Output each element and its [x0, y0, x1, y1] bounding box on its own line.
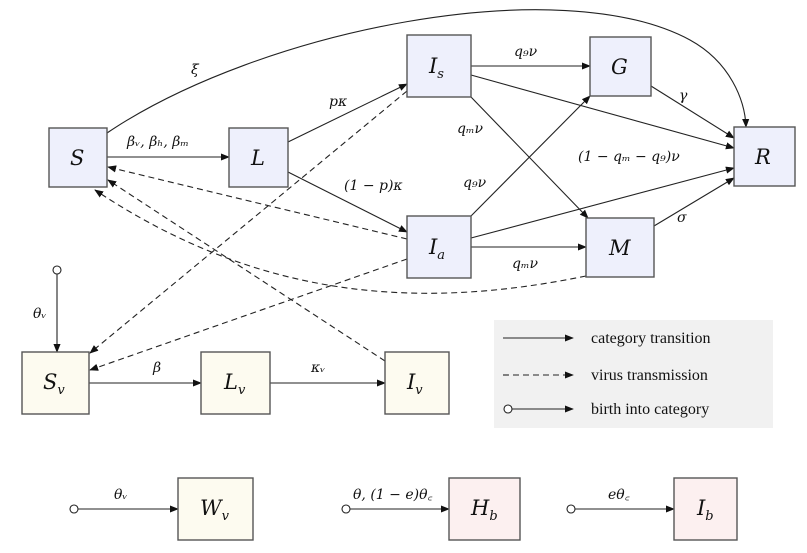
svg-text:Sv: Sv [43, 370, 65, 398]
svg-text:Ia: Ia [428, 235, 445, 263]
node-sv: Sv [21, 351, 90, 415]
legend: category transition virus transmission b… [494, 320, 773, 428]
node-l-label: L [250, 146, 265, 170]
svg-text:G: G [611, 55, 628, 79]
label-birth-to-sv: θᵥ [33, 306, 47, 322]
label-l-to-ia: (1 − p)κ [344, 178, 403, 194]
label-sv-to-lv: β [152, 360, 161, 376]
svg-text:Iv: Iv [406, 370, 423, 398]
node-r-label: R [754, 145, 771, 169]
edge-ia-to-r [470, 166, 735, 239]
svg-text:Hb: Hb [470, 496, 498, 524]
label-to-r: (1 − qₘ − q₉)ν [578, 149, 680, 165]
node-iv: Iv [384, 351, 450, 415]
svg-text:Is: Is [428, 54, 444, 82]
node-hb: Hb [448, 477, 521, 541]
node-wv-label: W [200, 496, 224, 520]
node-iv-label: I [406, 370, 416, 394]
edge-iv-to-s-dashed [107, 179, 386, 362]
node-lv: Lv [200, 351, 271, 415]
node-lv-sub: v [238, 383, 246, 398]
label-is-to-g: q₉ν [514, 44, 538, 60]
node-wv: Wv [177, 477, 254, 541]
node-sv-label: S [43, 370, 57, 394]
node-g-label: G [611, 55, 628, 79]
legend-item-virus-transmission: virus transmission [503, 367, 708, 384]
svg-text:R: R [754, 145, 771, 169]
node-ia-sub: a [437, 248, 445, 263]
node-ib-label: I [696, 496, 706, 520]
node-iv-sub: v [415, 383, 423, 398]
legend-birth-circle-icon [503, 404, 513, 414]
node-ia-label: I [428, 235, 438, 259]
svg-text:Wv: Wv [200, 496, 230, 524]
node-m-label: M [608, 236, 631, 260]
node-g: G [589, 36, 652, 97]
label-ia-to-g: q₉ν [463, 175, 487, 191]
edge-l-to-is [287, 83, 408, 143]
svg-text:Lv: Lv [223, 370, 246, 398]
birth-source-hb [341, 504, 351, 514]
node-r: R [733, 126, 796, 187]
node-lv-label: L [223, 370, 238, 394]
edge-ia-to-g [470, 95, 591, 217]
edge-l-to-ia [287, 171, 408, 233]
node-l: L [228, 127, 289, 188]
label-s-to-r: ξ [191, 62, 200, 78]
label-lv-to-iv: κᵥ [310, 360, 325, 376]
legend-label: virus transmission [591, 367, 708, 384]
svg-text:S: S [70, 146, 84, 170]
legend-item-birth-into-category: birth into category [503, 401, 709, 418]
node-is-label: I [428, 54, 438, 78]
edge-m-to-r [653, 177, 735, 227]
label-is-to-m: qₘν [457, 121, 484, 137]
birth-source-wv [69, 504, 79, 514]
edge-g-to-r [650, 85, 735, 139]
node-is-sub: s [437, 67, 444, 82]
node-ib: Ib [673, 477, 738, 541]
birth-source-sv [52, 265, 62, 275]
label-ia-to-m: qₘν [512, 256, 539, 272]
label-birth-to-ib: eθ꜀ [608, 487, 630, 503]
edge-ia-to-s-dashed [107, 165, 408, 240]
node-wv-sub: v [222, 509, 230, 524]
birth-source-ib [566, 504, 576, 514]
edge-ia-to-sv-dashed [89, 258, 408, 371]
svg-text:M: M [608, 236, 631, 260]
node-m: M [585, 217, 655, 278]
node-hb-sub: b [489, 509, 497, 524]
node-is: Is [406, 34, 472, 98]
node-ib-sub: b [705, 509, 713, 524]
node-hb-label: H [470, 496, 490, 520]
label-s-to-l: βᵥ, βₕ, βₘ [126, 134, 189, 150]
label-l-to-is: pκ [329, 94, 347, 110]
svg-text:Ib: Ib [696, 496, 714, 524]
node-s-label: S [70, 146, 84, 170]
edge-is-to-r [470, 74, 735, 150]
legend-label: birth into category [591, 401, 709, 418]
node-ia: Ia [406, 215, 472, 279]
label-g-to-r: γ [679, 88, 688, 104]
edge-m-to-s-dashed [94, 189, 587, 294]
legend-label: category transition [591, 330, 711, 347]
edge-s-to-r [106, 9, 750, 134]
svg-text:L: L [250, 146, 265, 170]
label-birth-to-hb: θ, (1 − e)θ꜀ [353, 487, 433, 503]
node-s: S [48, 127, 108, 188]
legend-item-category-transition: category transition [503, 330, 711, 347]
label-birth-to-wv: θᵥ [114, 487, 128, 503]
label-m-to-r: σ [677, 210, 687, 226]
edge-is-to-sv-dashed [89, 90, 408, 354]
node-sv-sub: v [57, 383, 65, 398]
